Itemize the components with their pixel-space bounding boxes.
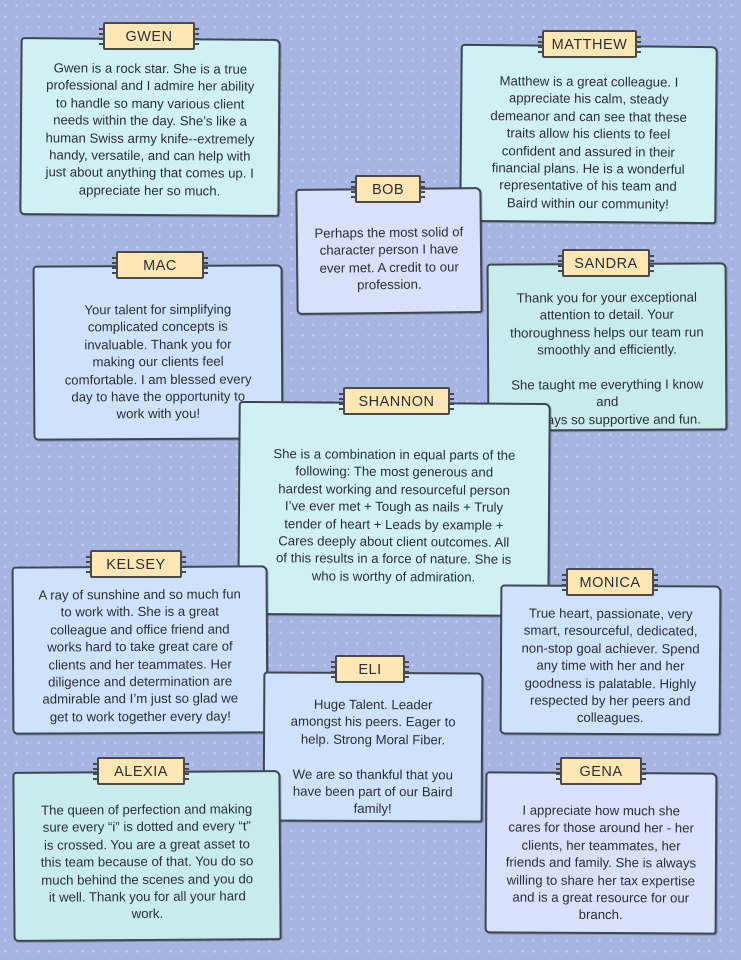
card-eli: Huge Talent. Leader amongst his peers. E…: [262, 671, 484, 823]
card-gwen: Gwen is a rock star. She is a true profe…: [19, 37, 281, 217]
card-gena-name: GENA: [556, 757, 646, 785]
card-alexia-name: ALEXIA: [93, 757, 189, 785]
card-monica-text: True heart, passionate, very smart, reso…: [521, 605, 700, 726]
card-eli-text: Huge Talent. Leader amongst his peers. E…: [290, 696, 456, 817]
card-shannon-text: She is a combination in equal parts of t…: [273, 446, 516, 585]
card-sandra-name: SANDRA: [558, 249, 654, 277]
card-monica: True heart, passionate, very smart, reso…: [499, 584, 722, 736]
card-mac-name: MAC: [112, 251, 208, 279]
card-matthew-text: Matthew is a great colleague. I apprecia…: [490, 73, 687, 212]
card-bob-name: BOB: [351, 175, 425, 203]
card-gena: I appreciate how much she cares for thos…: [484, 771, 718, 935]
card-kelsey-name: KELSEY: [86, 550, 186, 578]
card-gwen-name: GWEN: [99, 22, 199, 50]
card-matthew: Matthew is a great colleague. I apprecia…: [459, 43, 718, 225]
card-kelsey: A ray of sunshine and so much fun to wor…: [11, 565, 269, 735]
card-monica-name: MONICA: [562, 568, 658, 596]
card-matthew-name: MATTHEW: [538, 30, 641, 58]
card-gena-text: I appreciate how much she cares for thos…: [505, 802, 697, 923]
card-bob-text: Perhaps the most solid of character pers…: [314, 224, 464, 293]
card-alexia-text: The queen of perfection and making sure …: [40, 801, 254, 922]
card-bob: Perhaps the most solid of character pers…: [295, 187, 483, 315]
card-alexia: The queen of perfection and making sure …: [12, 770, 282, 942]
card-kelsey-text: A ray of sunshine and so much fun to wor…: [38, 586, 241, 725]
card-eli-name: ELI: [331, 655, 409, 683]
card-shannon-name: SHANNON: [339, 387, 454, 415]
card-gwen-text: Gwen is a rock star. She is a true profe…: [45, 60, 255, 199]
